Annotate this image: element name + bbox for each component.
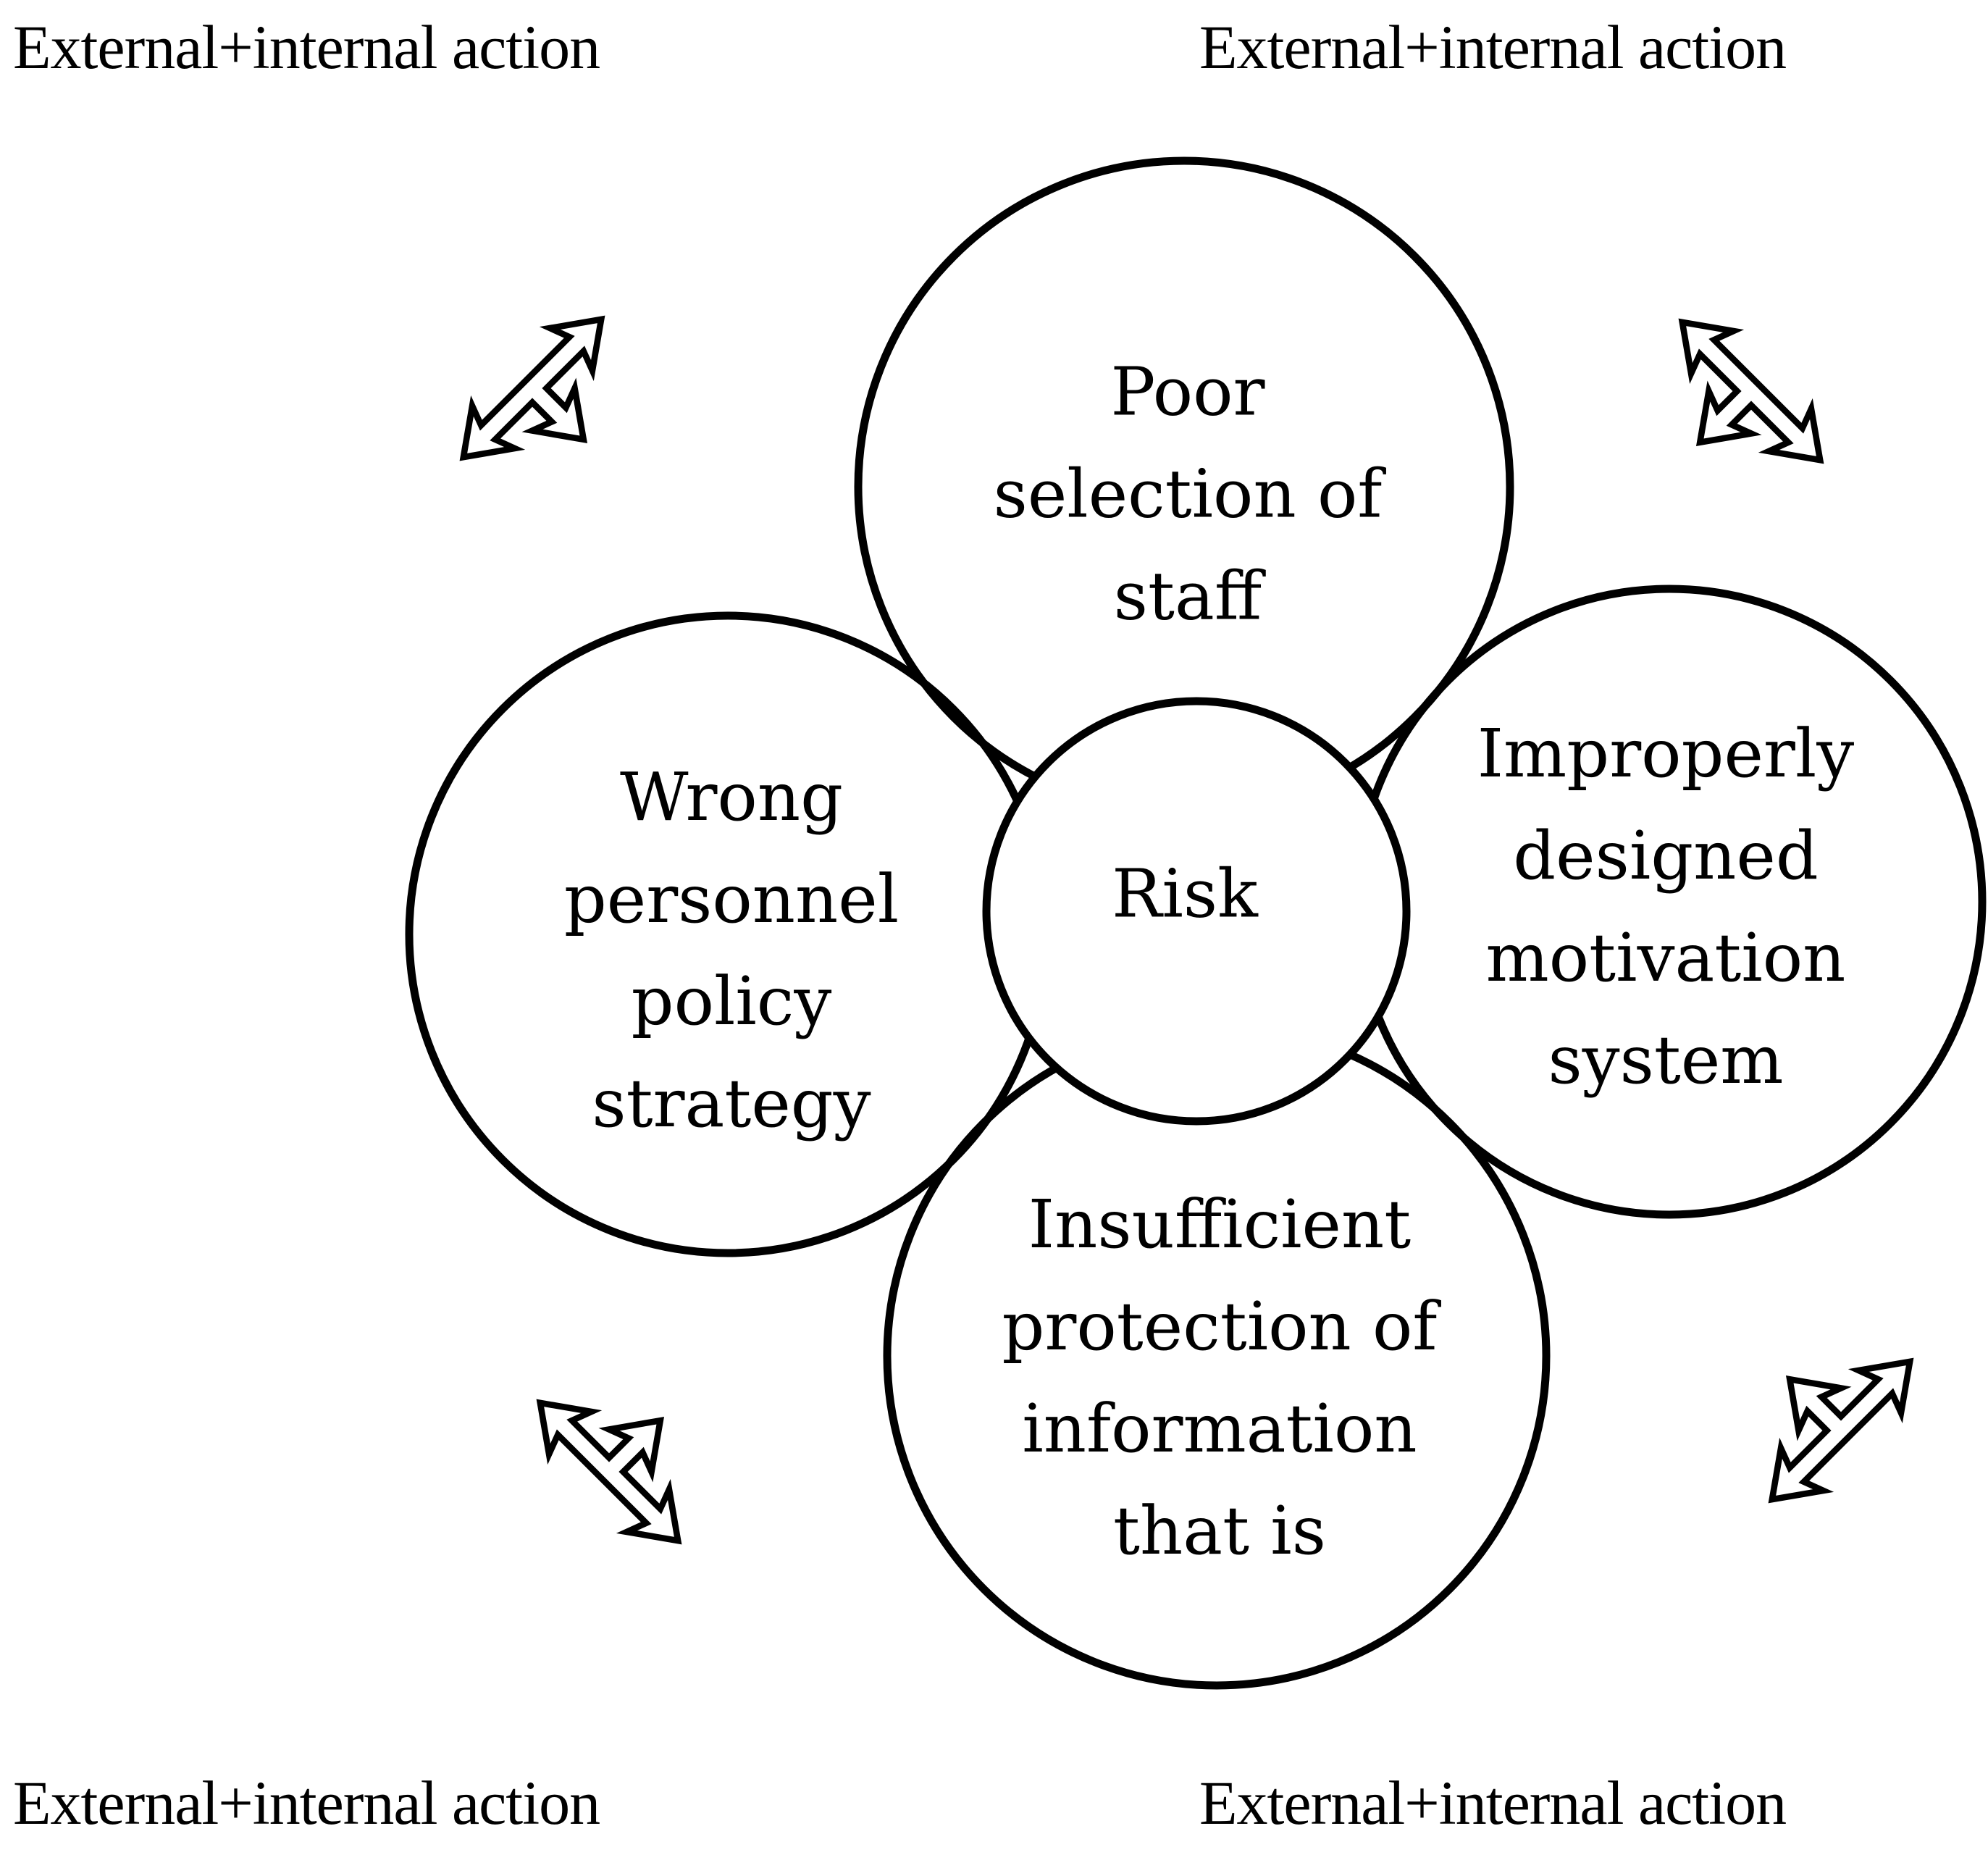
text-line: that is: [1113, 1492, 1326, 1570]
text-line: Insufficient: [1028, 1186, 1412, 1263]
right-circle-label: Improperly designed motivation system: [1477, 703, 1855, 1111]
top-circle-label: Poor selection of staff: [994, 341, 1383, 648]
text-line: policy: [631, 963, 832, 1040]
three-way-arrows-icon: [1678, 318, 1824, 464]
text-line: Poor: [1110, 353, 1265, 431]
bottom-circle-label: Insufficient protection of information t…: [1002, 1173, 1438, 1582]
risk-circle: [982, 697, 1411, 1126]
text-line: selection of: [993, 455, 1383, 533]
three-way-arrows-icon: [1768, 1357, 1914, 1504]
text-line: protection of: [1002, 1288, 1438, 1365]
three-way-arrows-icon: [459, 315, 605, 461]
text-line: designed: [1513, 817, 1819, 895]
corner-label-bottom-right: External+internal action: [1199, 1768, 1787, 1838]
text-line: information: [1022, 1390, 1417, 1467]
risk-circle-label: Risk: [1112, 843, 1258, 945]
corner-label-top-right: External+internal action: [1199, 12, 1787, 82]
text-line: personnel: [563, 860, 899, 938]
text-line: Risk: [1112, 855, 1258, 933]
text-line: Wrong: [620, 758, 843, 836]
corner-label-top-left: External+internal action: [13, 12, 600, 82]
text-line: staff: [1113, 557, 1262, 635]
left-circle-label: Wrong personnel policy strategy: [564, 746, 899, 1155]
text-line: strategy: [592, 1065, 871, 1142]
corner-label-bottom-left: External+internal action: [13, 1768, 600, 1838]
text-line: motivation: [1485, 919, 1846, 997]
text-line: Improperly: [1477, 715, 1855, 792]
text-line: system: [1548, 1021, 1784, 1099]
three-way-arrows-icon: [536, 1399, 682, 1545]
